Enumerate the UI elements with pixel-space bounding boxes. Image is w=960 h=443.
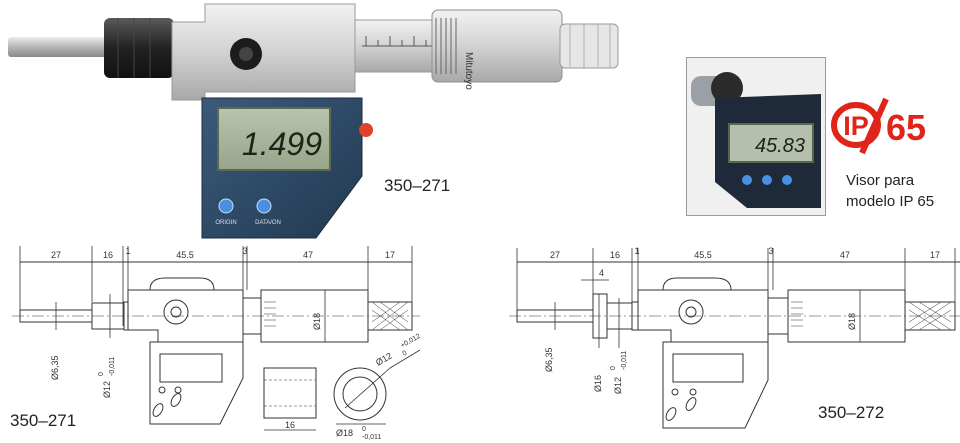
cs-outer-tol-lower: -0,011 [362, 434, 381, 441]
d-stem-tol-upper: 0 [98, 372, 105, 376]
ip-knob [711, 72, 743, 104]
d-thimble: Ø18 [312, 313, 322, 330]
dim-27: 27 [51, 250, 61, 260]
ip-caption-line2: modelo IP 65 [846, 193, 935, 210]
dim-17: 17 [385, 250, 395, 260]
collar-section-inner [342, 376, 378, 412]
spindle [8, 37, 116, 57]
drawing-350-272: 27 16 1 45.5 3 47 17 4 Ø6,35 Ø16 Ø12 0 -… [509, 246, 960, 429]
data-on-label: DATA/ON [255, 220, 281, 226]
d-nut: Ø16 [593, 375, 603, 392]
dim-47-b: 47 [840, 250, 850, 260]
dim-45-5: 45.5 [176, 250, 194, 260]
drawing-271-label: 350–271 [10, 411, 77, 430]
lcd-reading: 1.499 [242, 126, 322, 162]
body-outline [127, 289, 244, 343]
cs-inner-tol-lower: 0 [402, 350, 409, 358]
ratchet-outline-b [904, 301, 956, 331]
collar-length: 16 [285, 420, 295, 430]
d-stem-b: Ø12 [613, 377, 623, 394]
dim-27-b: 27 [550, 250, 560, 260]
display-outline-b [662, 341, 769, 429]
brand-text: Mitutoyo [463, 52, 474, 90]
photo-model-label: 350–271 [384, 176, 451, 195]
cs-outer: Ø18 [336, 428, 353, 438]
d-spindle-b: Ø6,35 [544, 347, 554, 372]
dim-nut: 4 [599, 268, 604, 278]
display-outline [149, 341, 244, 425]
lcd-display [217, 107, 331, 171]
d-stem-tol-lower: -0,011 [109, 357, 116, 376]
dim-1-b: 1 [634, 246, 639, 256]
collar-section-outer [333, 367, 387, 421]
ip-badge-text: IP [843, 111, 869, 141]
drawing-350-271: 27 16 1 45.5 3 47 17 Ø6,35 Ø12 0 -0,011 … [12, 246, 422, 441]
cs-outer-tol-upper: 0 [362, 426, 366, 433]
dim-3: 3 [242, 246, 247, 256]
d-spindle: Ø6,35 [50, 355, 60, 380]
dim-3-b: 3 [768, 246, 773, 256]
data-on-button [256, 198, 272, 214]
d-stem: Ø12 [102, 381, 112, 398]
ip-badge-number: 65 [886, 107, 926, 148]
dim-17-b: 17 [930, 250, 940, 260]
ip-lcd-reading: 45.83 [755, 135, 805, 157]
ip65-badge: IP 65 [831, 97, 926, 155]
ratchet [559, 23, 619, 69]
d-thimble-b: Ø18 [847, 313, 857, 330]
cs-inner: Ø12 [374, 351, 394, 368]
clamp-screw-outline [163, 299, 189, 325]
ip-caption: Visor para modelo IP 65 [846, 170, 934, 212]
micrometer-head-photo: Mitutoyo 1.499 ORIGIN DATA/ON [8, 3, 619, 239]
drawing-272-label: 350–272 [818, 403, 885, 422]
red-button [359, 123, 373, 137]
ip65-display-illustration: 45.83 [687, 58, 825, 215]
clamp-screw-outline-b [678, 299, 704, 325]
origin-label: ORIGIN [215, 220, 236, 226]
d-stem-tol-lower-b: -0,011 [621, 351, 628, 370]
ratchet-outline [367, 301, 413, 331]
dim-16: 16 [103, 250, 113, 260]
ip-caption-line1: Visor para [846, 172, 915, 189]
lock-knob [104, 18, 174, 78]
body [171, 3, 356, 101]
ip65-display-photo: 45.83 [686, 57, 826, 216]
collar-side [263, 367, 317, 419]
dim-1: 1 [125, 246, 130, 256]
cs-inner-tol-upper: +0,012 [400, 333, 422, 350]
dim-16-b: 16 [610, 250, 620, 260]
origin-button [218, 198, 234, 214]
d-stem-tol-upper-b: 0 [610, 366, 617, 370]
dim-47: 47 [303, 250, 313, 260]
dim-45-5-b: 45.5 [694, 250, 712, 260]
